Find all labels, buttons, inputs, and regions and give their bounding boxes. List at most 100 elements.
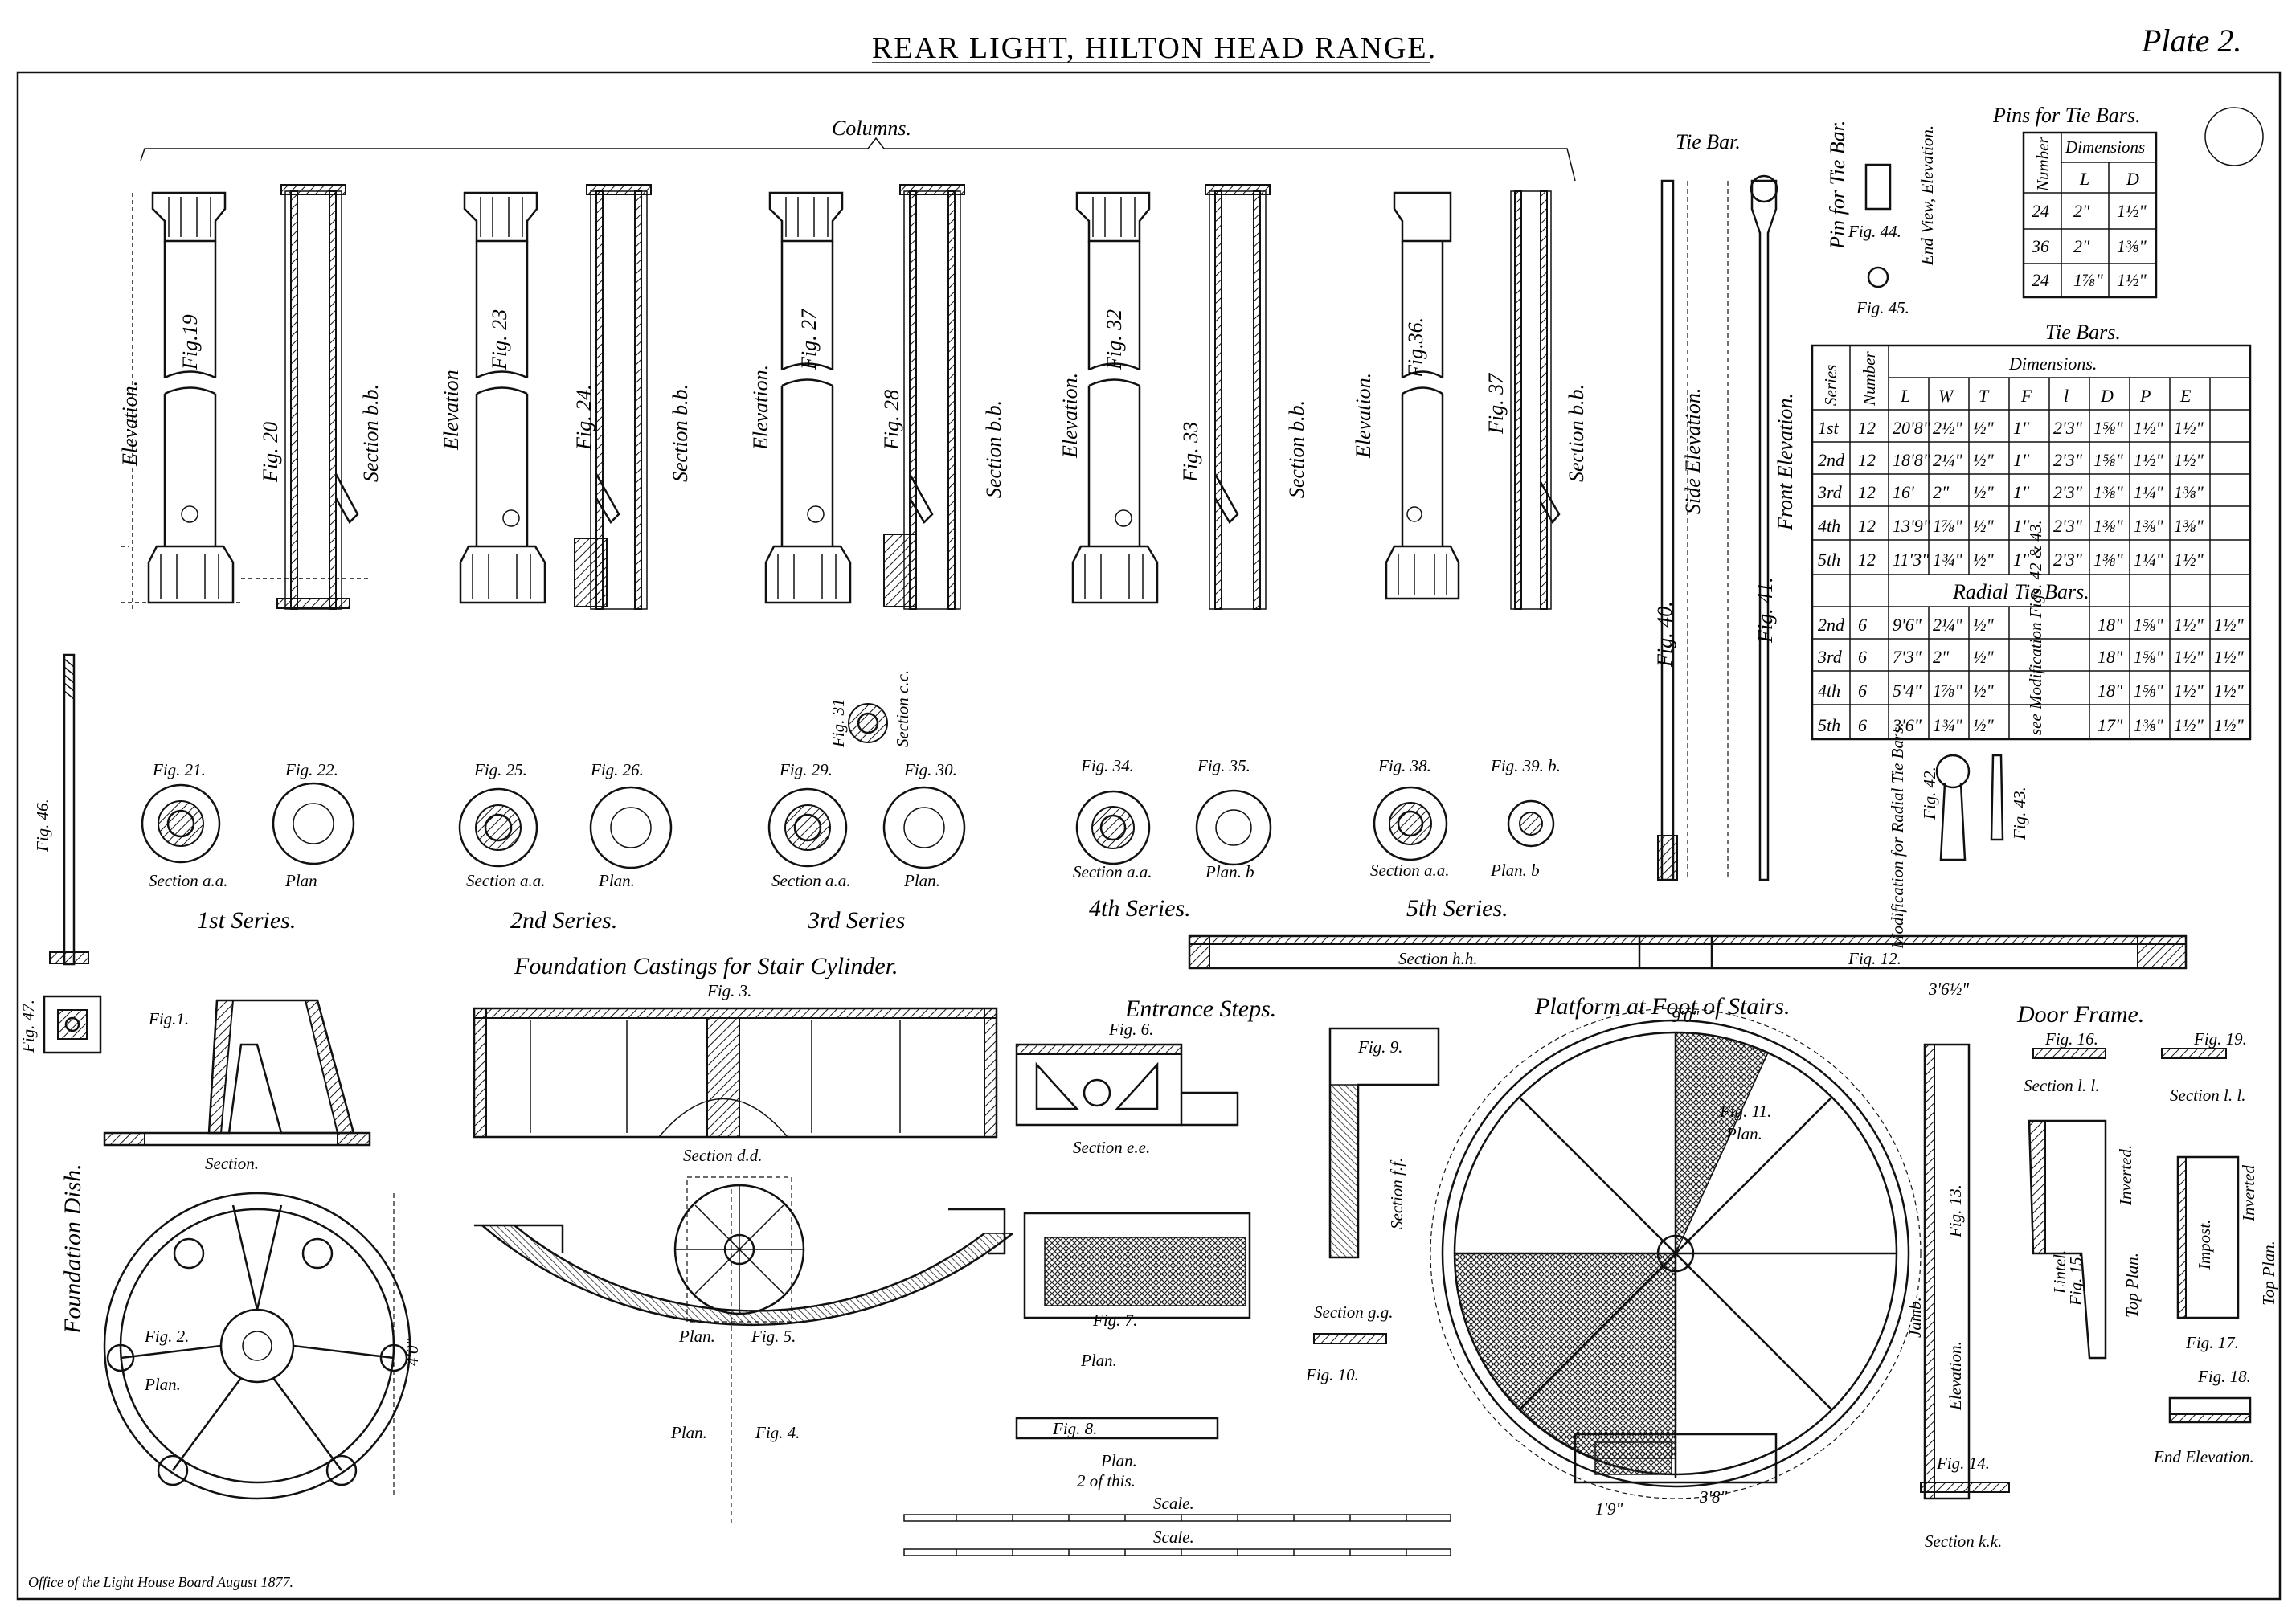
- tie-bars-cell: 2": [1933, 482, 1950, 502]
- pins-r1-l: 2": [2073, 201, 2090, 221]
- fig15-label: Fig. 15.: [2066, 1253, 2085, 1306]
- fig43-label: Fig. 43.: [2010, 787, 2029, 840]
- fig18-label: Fig. 18.: [2197, 1367, 2251, 1386]
- radial-tie-bars-cell: 1⅞": [1933, 681, 1963, 701]
- col-elevation-1: Elevation.: [118, 381, 141, 467]
- tie-bars-cell: 1¼": [2134, 482, 2164, 502]
- col-elevation-2: Elevation: [440, 370, 463, 451]
- fig8-plan: Plan.: [1100, 1451, 1137, 1470]
- sec-ll2-label: Section l. l.: [2170, 1086, 2245, 1105]
- tie-bars-table: Tie Bars. Series Number Dimensions.: [1811, 321, 2252, 741]
- tie-bars-cell: 1½": [2174, 418, 2204, 438]
- pins-r2-n: 36: [2031, 236, 2049, 256]
- fig9-label: Fig. 9.: [1357, 1037, 1402, 1057]
- pins-r3-d: 1½": [2117, 270, 2147, 290]
- entrance-heading: Entrance Steps.: [1124, 996, 1276, 1022]
- top-plan-label: Top Plan.: [2122, 1253, 2142, 1318]
- column-group-4: Elevation. Fig. 32 Fig. 33 Section b.b.: [1058, 184, 1308, 610]
- fig11-label: Fig. 11.: [1719, 1102, 1771, 1121]
- tie-bars-cell: 1⅜": [2093, 482, 2124, 502]
- radial-tie-bars-cell: ½": [1973, 681, 1995, 701]
- platform-heading: Platform at Foot of Stairs.: [1534, 993, 1791, 1020]
- tie-bar-fig40: Fig. 40.: [1653, 601, 1676, 668]
- radial-tie-bars-cell: 1¾": [1933, 715, 1963, 735]
- tie-bars-cell: 16': [1893, 482, 1914, 502]
- fig47-label: Fig. 47.: [18, 1000, 38, 1053]
- tie-bars-cell: 1¼": [2134, 550, 2164, 570]
- series-3-plan: Plan.: [903, 871, 940, 890]
- series-5-plan: Plan. b: [1490, 861, 1540, 880]
- tie-bars-cell: 1⅜": [2174, 516, 2204, 536]
- dim-9-0: 9'0": [1672, 1007, 1699, 1026]
- fig46-label: Fig. 46.: [33, 799, 52, 853]
- tie-bars-cell: 1⅞": [1933, 516, 1963, 536]
- tie-bars-cell: 1": [2013, 550, 2030, 570]
- series-2-fig-a: Fig. 25.: [473, 760, 527, 779]
- series-5-fig-b: Fig. 39. b.: [1490, 756, 1561, 775]
- fig8-note: 2 of this.: [1077, 1471, 1136, 1490]
- series-3-sec: Section a.a.: [771, 871, 851, 890]
- radial-tie-bars-cell: 4th: [1818, 681, 1840, 701]
- radial-tie-bars-cell: 1½": [2214, 615, 2245, 635]
- radial-tie-bars-cell: 1½": [2174, 647, 2204, 667]
- foundation-heading: Foundation Castings for Stair Cylinder.: [514, 953, 898, 979]
- radial-tie-bars-cell: 2nd: [1818, 615, 1845, 635]
- tie-bars-col-T: T: [1979, 386, 1990, 406]
- dim-3-6h: 3'6½": [1928, 979, 1969, 999]
- tie-bars-cell: 1½": [2134, 450, 2164, 470]
- fig1-label: Fig.1.: [148, 1009, 189, 1028]
- tie-bars-cell: 2'3": [2053, 450, 2083, 470]
- tie-bars-cell: 12: [1858, 516, 1876, 536]
- fig4-label: Fig. 4.: [755, 1423, 800, 1442]
- fig4-plan: Plan.: [670, 1423, 707, 1442]
- tie-bars-cell: 20'8": [1893, 418, 1931, 438]
- tie-bars-cell: 12: [1858, 418, 1876, 438]
- tie-bars-col-P: P: [2139, 386, 2151, 406]
- tie-bars-cell: 1⅜": [2093, 550, 2124, 570]
- tie-bars-col-W: W: [1938, 386, 1954, 406]
- col-fig-b-4: Fig. 33: [1179, 422, 1202, 483]
- tie-bars-cell: ½": [1973, 482, 1995, 502]
- series-5-sec: Section a.a.: [1370, 861, 1450, 880]
- sec-kk-label: Section k.k.: [1925, 1531, 2002, 1551]
- series-5-label: 5th Series.: [1406, 895, 1508, 922]
- pin-label: Pin for Tie Bar.: [1826, 121, 1849, 250]
- col-fig-b-3: Fig. 28: [880, 390, 903, 451]
- radial-tie-bars-cell: ½": [1973, 647, 1995, 667]
- tb-col-dims: Dimensions.: [2008, 354, 2097, 374]
- pins-r1-d: 1½": [2117, 201, 2147, 221]
- fig10-label: Fig. 10.: [1305, 1365, 1359, 1384]
- col-section-4: Section b.b.: [1285, 400, 1308, 498]
- col-fig-b-5: Fig. 37: [1484, 373, 1508, 435]
- tie-bars-title: Tie Bars.: [2045, 321, 2121, 344]
- tie-bars-cell: 1⅜": [2174, 482, 2204, 502]
- lintel-label: Lintel.: [2050, 1250, 2069, 1294]
- dim-3-8: 3'8": [1699, 1487, 1727, 1507]
- tie-bars-cell: 1": [2013, 516, 2030, 536]
- radial-tie-bars-cell: 18": [2098, 681, 2123, 701]
- col-section-1: Section b.b.: [359, 384, 383, 482]
- tie-bars-cell: 1st: [1818, 418, 1840, 438]
- tie-bars-cell: 2nd: [1818, 450, 1845, 470]
- sheet-border: [16, 71, 2282, 1601]
- fig3-label: Fig. 3.: [706, 981, 751, 1000]
- series-5-fig-a: Fig. 38.: [1377, 756, 1431, 775]
- col-fig-a-2: Fig. 23: [488, 309, 511, 370]
- radial-tie-bars-cell: 1⅝": [2134, 647, 2164, 667]
- tie-bars-cell: ½": [1973, 516, 1995, 536]
- fig2-label: Fig. 2.: [144, 1327, 189, 1346]
- tie-bars-cell: 1⅝": [2093, 450, 2124, 470]
- pins-col-D: D: [2126, 169, 2139, 189]
- series-4-fig-b: Fig. 35.: [1197, 756, 1250, 775]
- column-group-2: Elevation Fig. 23 Fig. 24. Section b.b.: [440, 184, 692, 610]
- dim-1-9: 1'9": [1595, 1499, 1623, 1519]
- series-4: Fig. 34. Fig. 35. Section a.a. Plan. b 4…: [1073, 756, 1272, 922]
- radial-tie-bars-cell: 1⅝": [2134, 681, 2164, 701]
- radial-note: see Modification Figs. 42 & 43.: [2026, 520, 2045, 735]
- tie-bars-col-E: E: [2179, 386, 2192, 406]
- radial-tie-bars-cell: 3rd: [1817, 647, 1843, 667]
- pins-col-number: Number: [2033, 137, 2052, 192]
- series-3-label: 3rd Series: [807, 907, 905, 934]
- radial-tie-bars-cell: 6: [1858, 615, 1867, 635]
- foundation-section: Foundation Castings for Stair Cylinder. …: [59, 953, 1015, 1527]
